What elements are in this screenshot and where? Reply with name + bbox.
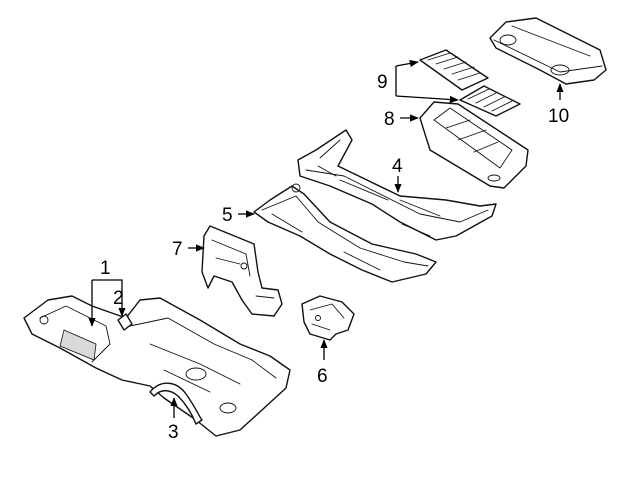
- callout-7: 7: [172, 239, 183, 260]
- callout-8: 8: [384, 109, 395, 130]
- callout-6: 6: [317, 366, 328, 387]
- part-3-seal: [149, 382, 203, 425]
- part-5-cowl-top: [253, 183, 437, 283]
- callout-2: 2: [113, 288, 124, 309]
- callout-3: 3: [168, 422, 179, 443]
- callout-5: 5: [222, 205, 233, 226]
- callout-10: 10: [548, 106, 569, 127]
- part-7-side-bracket: [201, 225, 283, 317]
- leaders: [88, 59, 564, 418]
- part-8-housing: [419, 101, 529, 189]
- callout-4: 4: [392, 156, 403, 177]
- part-6-bracket: [301, 295, 355, 341]
- callout-9: 9: [377, 72, 388, 93]
- part-4-cowl-panel: [297, 129, 497, 241]
- part-10-cover: [489, 17, 607, 85]
- part-9-filters: [419, 49, 521, 117]
- part-1-dash-panel: [23, 295, 291, 437]
- callout-1: 1: [100, 258, 111, 279]
